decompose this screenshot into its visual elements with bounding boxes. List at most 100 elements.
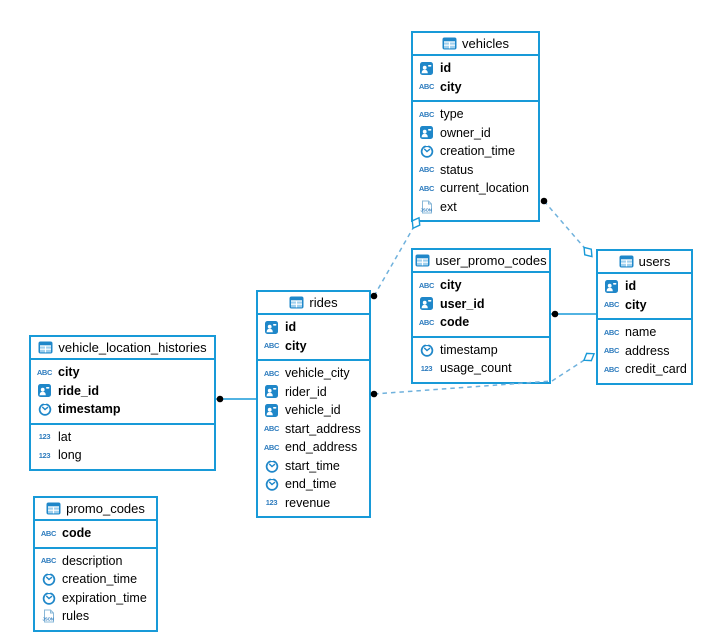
column-timestamp[interactable]: timestamp: [31, 400, 214, 419]
column-code[interactable]: ABC code: [413, 313, 549, 332]
relation-dot-connector[interactable]: [370, 292, 378, 300]
table-header[interactable]: promo_codes: [35, 498, 156, 521]
table-header[interactable]: user_promo_codes: [413, 250, 549, 273]
table-header[interactable]: vehicle_location_histories: [31, 337, 214, 360]
column-ext[interactable]: JSON ext: [413, 198, 538, 217]
relation-dot-connector[interactable]: [551, 310, 559, 318]
column-name: credit_card: [625, 362, 687, 377]
table-title: vehicles: [462, 36, 509, 51]
id-column-icon: [605, 279, 618, 293]
column-name: id: [625, 279, 637, 294]
column-rider_id[interactable]: rider_id: [258, 383, 369, 402]
column-name: usage_count: [440, 361, 512, 376]
column-end_time[interactable]: end_time: [258, 475, 369, 494]
column-user_id[interactable]: user_id: [413, 295, 549, 314]
relation-dot-connector[interactable]: [540, 197, 548, 205]
column-name: creation_time: [62, 572, 138, 587]
column-ride_id[interactable]: ride_id: [31, 382, 214, 401]
column-id[interactable]: id: [598, 277, 691, 296]
column-id[interactable]: id: [258, 318, 369, 337]
relation-vehicles-users[interactable]: [543, 200, 589, 253]
column-vehicle_id[interactable]: vehicle_id: [258, 401, 369, 420]
string-column-icon: ABC: [418, 317, 435, 327]
column-name: timestamp: [58, 402, 121, 417]
column-name: code: [440, 315, 470, 330]
column-owner_id[interactable]: owner_id: [413, 124, 538, 143]
table-header[interactable]: vehicles: [413, 33, 538, 56]
number-column-icon: 123: [265, 498, 278, 507]
table-icon: [442, 37, 457, 50]
column-name: type: [440, 107, 464, 122]
table-header[interactable]: rides: [258, 292, 369, 315]
column-name: long: [58, 448, 82, 463]
table-icon: [289, 296, 304, 309]
relation-dot-connector[interactable]: [216, 395, 224, 403]
datetime-column-icon: [42, 591, 55, 605]
column-timestamp[interactable]: timestamp: [413, 341, 549, 360]
column-name: ext: [440, 199, 457, 214]
string-column-icon: ABC: [418, 165, 435, 174]
column-name[interactable]: ABC name: [598, 323, 691, 342]
relation-diamond-connector[interactable]: [582, 350, 597, 364]
column-code[interactable]: ABC code: [35, 524, 156, 543]
relation-diamond-connector[interactable]: [581, 245, 595, 260]
column-start_time[interactable]: start_time: [258, 457, 369, 476]
column-creation_time[interactable]: creation_time: [413, 142, 538, 161]
table-title: user_promo_codes: [435, 253, 547, 268]
string-column-icon: ABC: [603, 346, 620, 355]
column-id[interactable]: id: [413, 59, 538, 78]
table-title: users: [638, 254, 671, 269]
column-rules[interactable]: JSON rules: [35, 607, 156, 626]
table-header[interactable]: users: [598, 251, 691, 274]
id-column-icon: [420, 126, 433, 140]
string-column-icon: ABC: [40, 556, 57, 565]
string-column-icon: ABC: [40, 528, 57, 538]
column-address[interactable]: ABC address: [598, 342, 691, 361]
relation-dot-connector[interactable]: [370, 390, 378, 398]
id-column-icon: [38, 384, 51, 398]
table-title: vehicle_location_histories: [58, 340, 207, 355]
string-column-icon: ABC: [263, 368, 280, 378]
column-name: city: [440, 79, 462, 94]
column-creation_time[interactable]: creation_time: [35, 570, 156, 589]
string-column-icon: ABC: [603, 327, 620, 337]
id-column-icon: [420, 61, 433, 75]
relation-rides-vehicles[interactable]: [373, 222, 417, 297]
column-name: name: [625, 325, 657, 340]
column-expiration_time[interactable]: expiration_time: [35, 589, 156, 608]
column-name: ride_id: [58, 383, 99, 398]
column-name: start_address: [285, 421, 361, 436]
column-name: address: [625, 343, 670, 358]
column-name: code: [62, 526, 92, 541]
